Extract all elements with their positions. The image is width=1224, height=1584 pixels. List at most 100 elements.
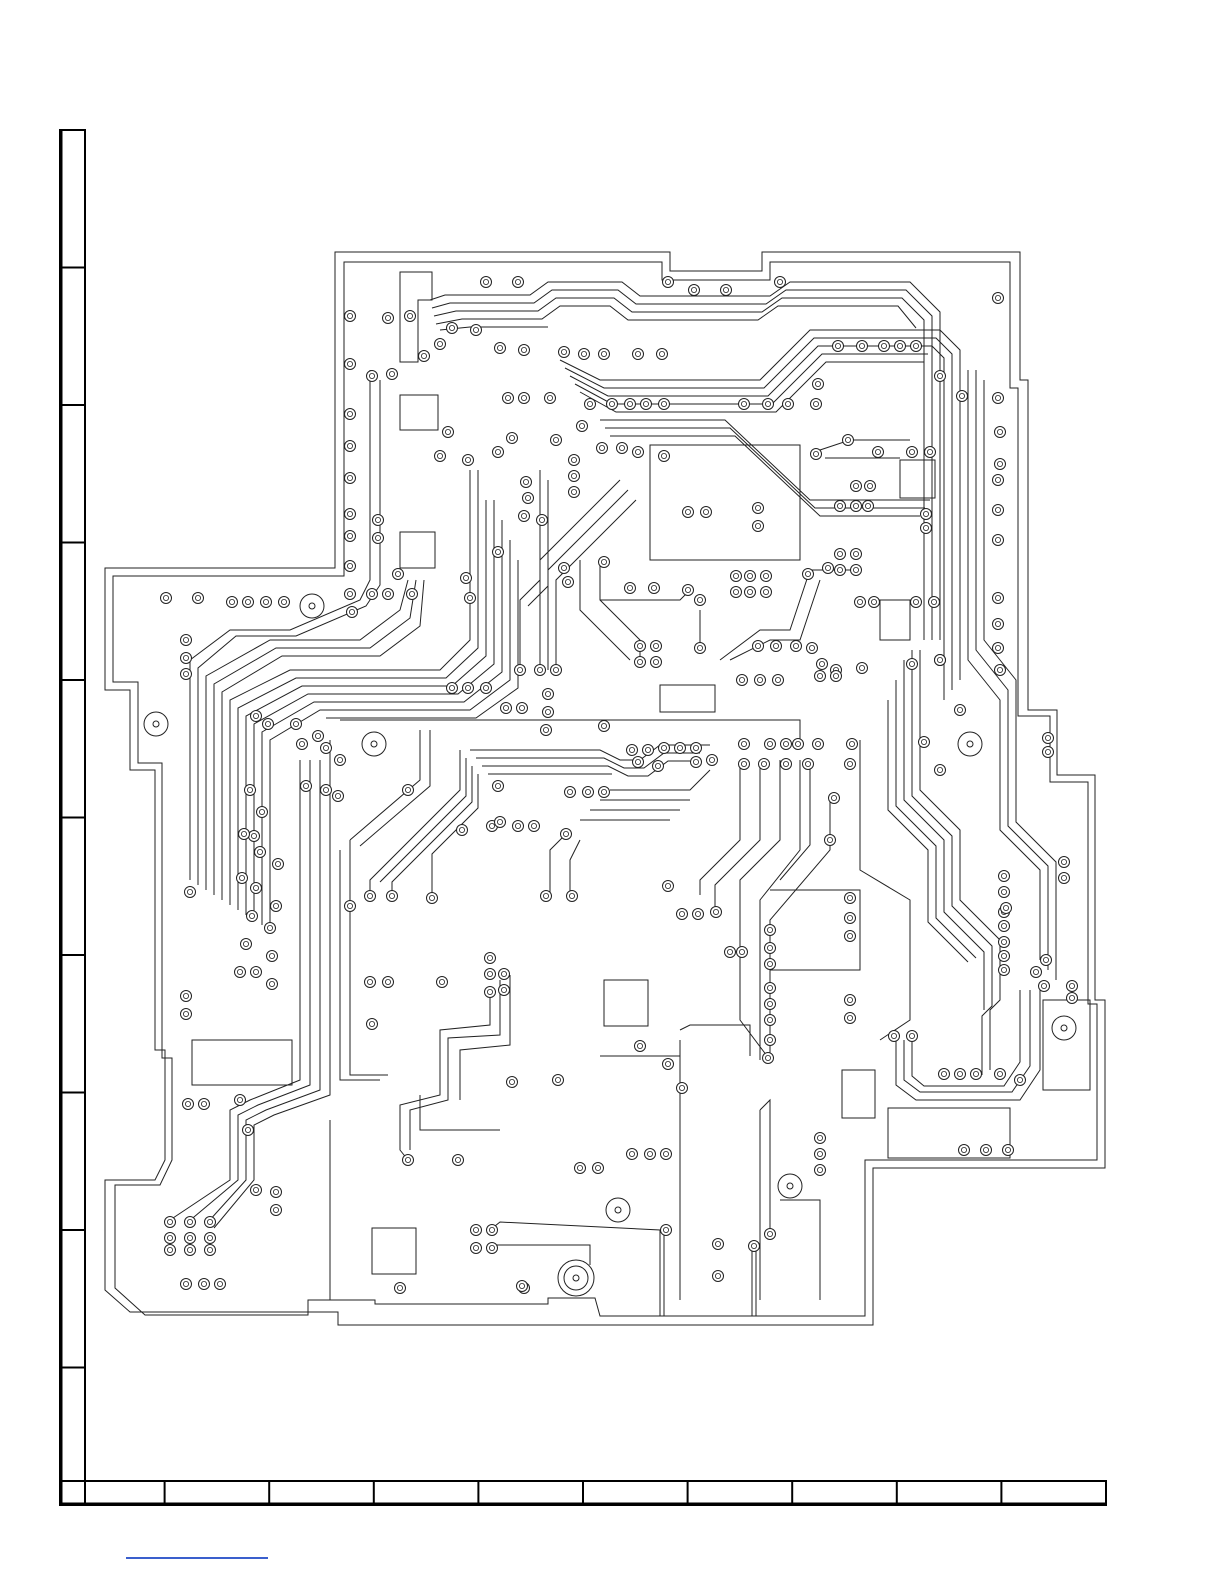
pad-hole <box>519 705 524 710</box>
pad-hole <box>937 373 942 378</box>
pad-hole <box>767 961 772 966</box>
pad-hole <box>847 915 852 920</box>
pad-hole <box>505 395 510 400</box>
pad-hole <box>571 457 576 462</box>
pad-hole <box>449 685 454 690</box>
pad-hole <box>217 1281 222 1286</box>
pad-hole <box>565 579 570 584</box>
pad-hole <box>249 913 254 918</box>
pad-hole <box>495 783 500 788</box>
pad-hole <box>273 903 278 908</box>
pad-hole <box>347 313 352 318</box>
pad-hole <box>385 979 390 984</box>
footer-link-underline[interactable] <box>126 1557 268 1559</box>
pad-hole <box>995 295 1000 300</box>
pad-hole <box>601 559 606 564</box>
pad-hole <box>445 429 450 434</box>
pad-hole <box>983 1147 988 1152</box>
pad-hole <box>913 599 918 604</box>
pad-hole <box>385 591 390 596</box>
pad-hole <box>167 1235 172 1240</box>
pad-hole <box>747 589 752 594</box>
pad-hole <box>1045 735 1050 740</box>
pad-hole <box>581 351 586 356</box>
pad-hole <box>257 849 262 854</box>
pad-hole <box>795 741 800 746</box>
pad-hole <box>923 511 928 516</box>
pad-hole <box>693 745 698 750</box>
pad-hole <box>207 1235 212 1240</box>
pad-hole <box>653 659 658 664</box>
pad-hole <box>335 793 340 798</box>
pad-hole <box>545 709 550 714</box>
pad-hole <box>713 909 718 914</box>
pad-hole <box>677 745 682 750</box>
pad-hole <box>515 279 520 284</box>
pad-hole <box>767 1017 772 1022</box>
pad-hole <box>347 903 352 908</box>
pad-hole <box>489 1245 494 1250</box>
pad-hole <box>777 279 782 284</box>
pad-hole <box>487 971 492 976</box>
pad-hole <box>709 757 714 762</box>
pad-hole <box>439 979 444 984</box>
pad-hole <box>679 1085 684 1090</box>
pad-hole <box>767 927 772 932</box>
pad-hole <box>867 483 872 488</box>
pad-hole <box>563 831 568 836</box>
pad-hole <box>665 1061 670 1066</box>
pad-hole <box>275 861 280 866</box>
pad-hole <box>853 503 858 508</box>
square-pad-center <box>604 980 648 1026</box>
pad-hole <box>293 721 298 726</box>
pad-hole <box>253 713 258 718</box>
pad-hole <box>265 721 270 726</box>
pad-hole <box>1001 939 1006 944</box>
pad-hole <box>251 833 256 838</box>
pad-hole <box>569 893 574 898</box>
pad-hole <box>501 971 506 976</box>
pad-hole <box>741 741 746 746</box>
pad-hole <box>845 437 850 442</box>
pad-hole <box>1003 905 1008 910</box>
pad-hole <box>455 1157 460 1162</box>
pad-hole <box>637 659 642 664</box>
pad-hole <box>561 349 566 354</box>
pad-hole <box>827 837 832 842</box>
left-frame-ticks <box>60 268 85 1368</box>
pad-hole <box>245 599 250 604</box>
pad-hole <box>1017 1077 1022 1082</box>
pad-hole <box>239 875 244 880</box>
pad-hole <box>609 401 614 406</box>
pad-hole <box>263 599 268 604</box>
pad-hole <box>519 1283 524 1288</box>
pad-hole <box>601 789 606 794</box>
pad-hole <box>833 673 838 678</box>
pad-hole <box>521 347 526 352</box>
pad-hole <box>847 933 852 938</box>
pad-hole <box>459 827 464 832</box>
pad-hole <box>1001 889 1006 894</box>
pad-hole <box>347 411 352 416</box>
pad-hole <box>437 341 442 346</box>
pad-hole <box>243 941 248 946</box>
pad-hole <box>645 747 650 752</box>
pad-hole <box>695 911 700 916</box>
pad-hole <box>995 395 1000 400</box>
pad-hole <box>763 573 768 578</box>
pad-hole <box>561 565 566 570</box>
pad-hole <box>825 565 830 570</box>
pad-hole <box>323 787 328 792</box>
pad-hole <box>767 1037 772 1042</box>
pad-hole <box>635 351 640 356</box>
pad-hole <box>859 665 864 670</box>
pad-hole <box>579 423 584 428</box>
pad-hole <box>847 895 852 900</box>
pad-hole <box>229 599 234 604</box>
pad-hole <box>1069 983 1074 988</box>
pad-hole <box>763 589 768 594</box>
pad-hole <box>1033 969 1038 974</box>
pad-hole <box>547 395 552 400</box>
pad-hole <box>531 823 536 828</box>
